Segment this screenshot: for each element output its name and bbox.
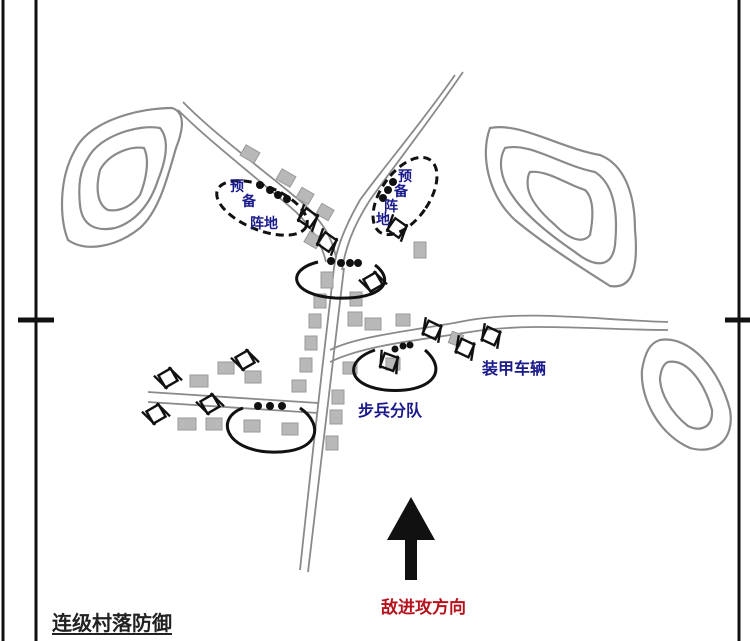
enemy-advance-arrow (387, 497, 435, 580)
contour-hill-small (640, 338, 732, 451)
infantry-label: 步兵分队 (358, 401, 423, 420)
roads (147, 71, 669, 573)
diagram-title: 连级村落防御 (52, 611, 172, 635)
machine-gun-nests (254, 178, 414, 410)
enemy-direction-label: 敌进攻方向 (381, 598, 466, 618)
infantry-position-north (295, 260, 387, 300)
armored-vehicles (140, 203, 506, 429)
reserve-label-left: 预 备 (230, 179, 256, 210)
contour-hill-right (484, 126, 638, 288)
reserve-position-left (215, 179, 309, 237)
reserve-label-left-bottom: 阵地 (250, 216, 278, 232)
infantry-position-east (352, 348, 438, 392)
contour-hill-left (61, 106, 183, 248)
reserve-position-right (371, 155, 439, 237)
armor-label: 装甲车辆 (482, 359, 547, 378)
reserve-label-right: 预 备 阵 地 (376, 169, 412, 228)
infantry-position-west (225, 406, 317, 454)
